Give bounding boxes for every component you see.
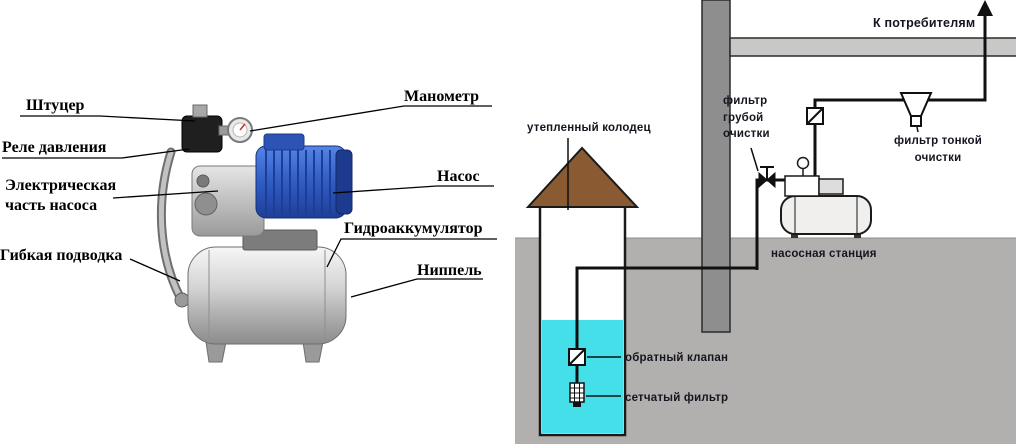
- check-valve-symbol: [568, 348, 586, 366]
- flow-arrow-icon: [977, 0, 993, 16]
- label-nasosnaya-stantsiya: насосная станция: [771, 248, 877, 260]
- label-rele-davleniya: Реле давления: [2, 139, 107, 156]
- label-k-potrebitelyam: К потребителям: [873, 16, 976, 30]
- well-water: [542, 320, 623, 433]
- house-structure: [701, 0, 1016, 333]
- ceiling-beam: [729, 37, 1016, 57]
- label-gidroakkumulyator: Гидроаккумулятор: [344, 220, 483, 237]
- outlet-valve-symbol: [806, 107, 824, 125]
- label-nippel: Ниппель: [417, 262, 482, 279]
- installation-scheme-panel: К потребителям утепленный колодец фильтр…: [515, 0, 1016, 444]
- pump-platform: [242, 229, 318, 251]
- pump-motor: [255, 133, 353, 219]
- pressure-switch: [181, 104, 223, 153]
- wall-pillar: [701, 0, 731, 333]
- label-filtr-tonkoy-ochistki: фильтр тонкой очистки: [893, 135, 983, 164]
- pump-station-symbol: [780, 156, 872, 238]
- installation-scheme-drawing: [515, 0, 1016, 444]
- label-nasos: Насос: [437, 168, 480, 185]
- coarse-filter-valve-symbol: [758, 166, 776, 189]
- fitting-shtutser: [192, 104, 208, 118]
- pump-head: [191, 165, 265, 237]
- label-obratny-klapan: обратный клапан: [625, 352, 729, 364]
- label-pointer-lines: [2, 105, 497, 298]
- label-setchaty-filtr: сетчатый фильтр: [625, 392, 729, 404]
- well-roof: [525, 146, 640, 208]
- label-pointer-lines: [567, 126, 919, 397]
- label-manometr: Манометр: [404, 88, 479, 105]
- pressure-gauge: [218, 117, 253, 143]
- flexible-hose: [156, 147, 190, 308]
- mesh-filter-symbol: [569, 382, 585, 407]
- label-elektricheskaya-chast: Электрическая часть насоса: [5, 177, 117, 214]
- label-gibkaya-podvodka: Гибкая подводка: [0, 247, 123, 264]
- pump-components-panel: Штуцер Реле давления Электрическая часть…: [0, 88, 497, 363]
- pipes: [575, 12, 987, 386]
- fine-filter-symbol: [899, 92, 933, 127]
- label-shtutser: Штуцер: [26, 97, 85, 114]
- label-uteplenny-kolodets: утепленный колодец: [527, 122, 651, 134]
- label-filtr-gruboy-ochistki: фильтр грубой очистки: [723, 95, 770, 141]
- pump-photo-illustration: [2, 104, 497, 363]
- pressure-tank: [187, 246, 347, 363]
